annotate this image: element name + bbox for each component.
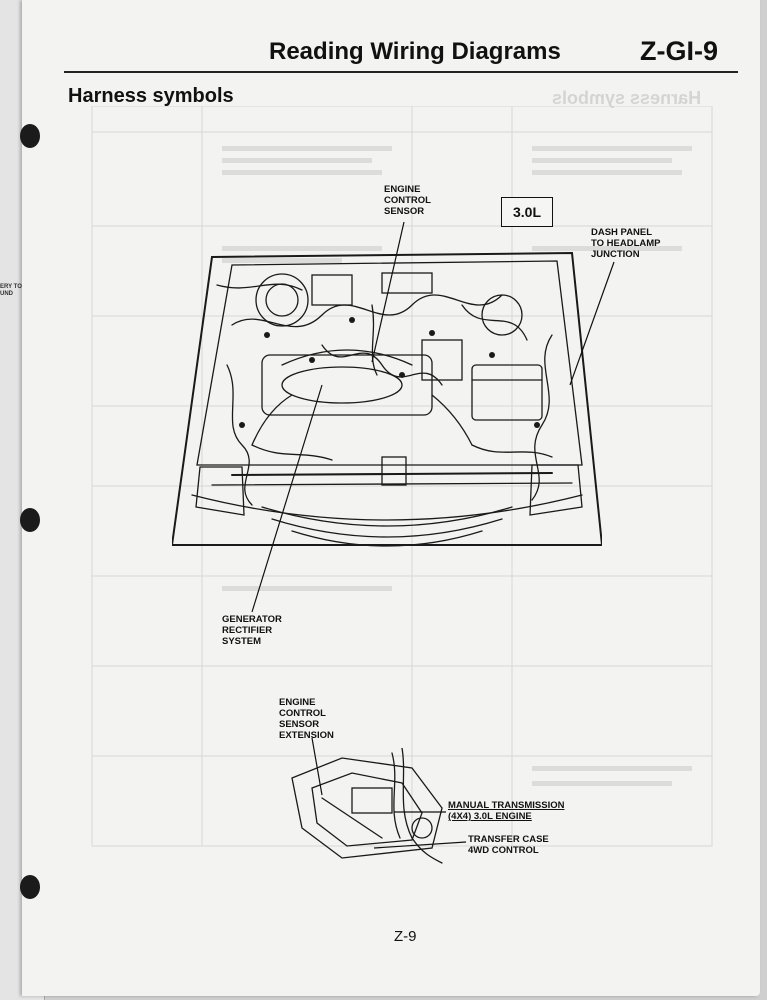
leader-generator: [251, 384, 323, 613]
engine-bay-illustration: [172, 251, 602, 547]
leader-dash-panel: [569, 261, 615, 386]
binder-hole: [20, 508, 40, 532]
bleed-through-table: Harness symbols: [82, 88, 722, 862]
engine-size-badge: 3.0L: [501, 197, 553, 227]
leader-transfer-case: [373, 841, 467, 849]
page-code: Z-GI-9: [640, 36, 718, 66]
margin-text-fragment: ERY TO UND: [0, 284, 22, 297]
callout-sensor-extension: ENGINE CONTROL SENSOR EXTENSION: [279, 697, 334, 741]
header-rule: [64, 71, 738, 73]
transmission-illustration: [291, 748, 443, 864]
callout-engine-control-sensor: ENGINE CONTROL SENSOR: [384, 184, 431, 217]
callout-manual-transmission: MANUAL TRANSMISSION (4X4) 3.0L ENGINE: [448, 800, 565, 822]
callout-generator: GENERATOR RECTIFIER SYSTEM: [222, 614, 282, 647]
callout-leader-lines: [251, 221, 615, 849]
leader-sensor-extension: [311, 737, 323, 796]
binder-hole: [20, 875, 40, 899]
callout-transfer-case: TRANSFER CASE 4WD CONTROL: [468, 834, 549, 856]
document-page: Reading Wiring Diagrams Z-GI-9 Harness s…: [20, 0, 760, 996]
page-title: Reading Wiring Diagrams: [269, 38, 561, 65]
callout-dash-panel: DASH PANEL TO HEADLAMP JUNCTION: [591, 227, 661, 260]
binder-hole: [20, 124, 40, 148]
leader-engine-control-sensor: [371, 221, 405, 363]
section-title: Harness symbols: [68, 85, 234, 107]
page-number: Z-9: [394, 928, 417, 945]
bleed-through-grid: [91, 105, 713, 847]
